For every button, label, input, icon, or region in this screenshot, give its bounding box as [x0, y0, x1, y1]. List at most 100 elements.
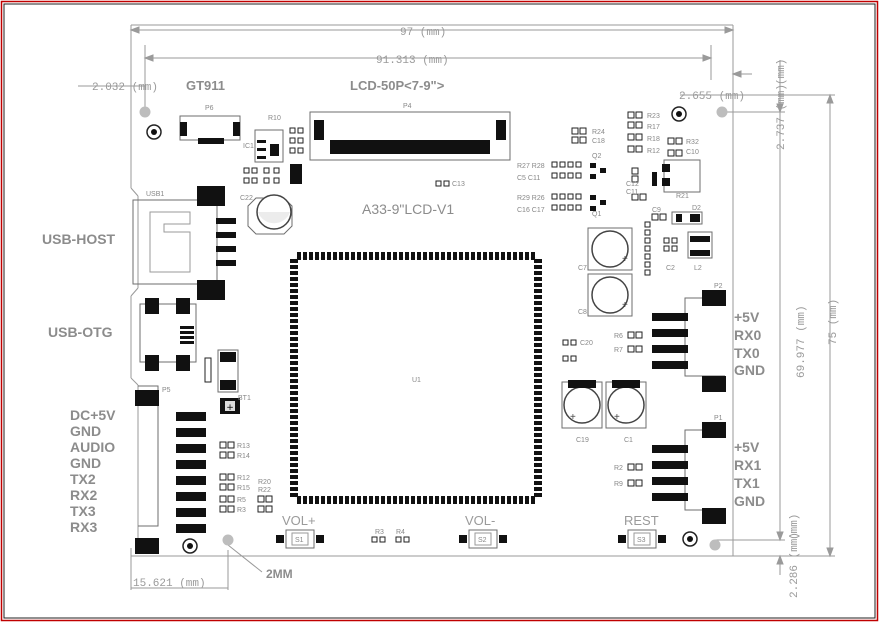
u1-pin — [405, 496, 409, 504]
u1-pin — [333, 496, 337, 504]
u1-pin — [534, 373, 542, 377]
svg-text:R12: R12 — [647, 148, 660, 155]
dim-hole-left-offset: 2.032 (mm) — [92, 82, 158, 94]
ic1-area: IC1 R10 — [243, 115, 304, 184]
u1-pin — [399, 496, 403, 504]
u1-pin — [290, 265, 298, 269]
left-header-label: GND — [70, 455, 101, 471]
u1-pin — [303, 252, 307, 260]
svg-text:Q2: Q2 — [592, 153, 601, 160]
u1-pin — [290, 379, 298, 383]
svg-text:C11: C11 — [626, 189, 638, 196]
u1-pin — [290, 337, 298, 341]
bottom-resistors: R3 R4 — [371, 529, 410, 543]
u1-pin — [534, 289, 542, 293]
u1-pin — [290, 457, 298, 461]
u1-pin — [447, 252, 451, 260]
svg-text:C12: C12 — [626, 181, 639, 188]
uart1-labels: +5V RX1 TX1 GND — [734, 439, 765, 509]
svg-text:P2: P2 — [714, 283, 723, 290]
u1-pin — [290, 397, 298, 401]
u1-pin — [534, 367, 542, 371]
u1-pin — [534, 487, 542, 491]
dim-bottom-left-offset: 15.621 (mm) — [133, 578, 206, 590]
u1-pin — [435, 496, 439, 504]
button-vol-plus: VOL+ S1 — [276, 513, 324, 549]
u1-pin — [357, 496, 361, 504]
u1-pin — [534, 301, 542, 305]
u1-pin — [519, 496, 523, 504]
u1-pin — [290, 319, 298, 323]
svg-text:C20: C20 — [580, 340, 593, 347]
u1-pin — [534, 295, 542, 299]
svg-text:R3: R3 — [237, 507, 246, 514]
u1-pin — [375, 496, 379, 504]
screw-pads — [146, 106, 698, 554]
u1-pin — [459, 496, 463, 504]
svg-text:R22: R22 — [258, 487, 271, 494]
touch-connector-p6: P6 — [179, 105, 241, 144]
u1-pin — [534, 433, 542, 437]
u1-pin — [489, 252, 493, 260]
u1-pin — [534, 445, 542, 449]
u1-pin — [471, 252, 475, 260]
svg-text:R10: R10 — [268, 115, 281, 122]
u1-pin — [519, 252, 523, 260]
u1-pin — [453, 496, 457, 504]
svg-text:C13: C13 — [452, 181, 465, 188]
u1-pin — [534, 361, 542, 365]
capacitors-electrolytic: + C7 + C8 + C19 + C1 — [561, 227, 647, 444]
u1-pin — [290, 361, 298, 365]
svg-text:R14: R14 — [237, 453, 250, 460]
u1-pin — [290, 367, 298, 371]
u1-pin — [534, 343, 542, 347]
u1-pin — [290, 259, 298, 263]
svg-text:C22: C22 — [240, 195, 253, 202]
u1-pin — [303, 496, 307, 504]
u1-pin — [534, 325, 542, 329]
left-header-label: GND — [70, 423, 101, 439]
u1-pin — [351, 496, 355, 504]
u1-pin — [345, 252, 349, 260]
u1-pin — [290, 385, 298, 389]
usb-host-label: USB-HOST — [42, 231, 116, 247]
svg-text:Q1: Q1 — [592, 211, 601, 218]
usb-otg-label: USB-OTG — [48, 324, 113, 340]
u1-pin — [534, 385, 542, 389]
u1-pin — [290, 481, 298, 485]
u1-pin — [534, 475, 542, 479]
u1-pin — [290, 307, 298, 311]
svg-text:L2: L2 — [694, 265, 702, 272]
dim-mm-right-top: (mm) — [776, 59, 788, 85]
u1-pin — [534, 313, 542, 317]
u1-pin — [417, 496, 421, 504]
lcd-fpc-connector-p4: P4 — [309, 103, 511, 161]
u1-pin — [290, 289, 298, 293]
u1-pin — [417, 252, 421, 260]
left-header-label: RX3 — [70, 519, 97, 535]
svg-text:R17: R17 — [647, 124, 660, 131]
u1-pin — [534, 349, 542, 353]
u1-pin — [534, 463, 542, 467]
button-label: REST — [624, 513, 659, 528]
u1-pin — [290, 277, 298, 281]
uart1-label: +5V — [734, 439, 760, 455]
uart0-label: TX0 — [734, 345, 760, 361]
u1-pin — [423, 252, 427, 260]
u1-pin — [534, 337, 542, 341]
u1-pin — [534, 421, 542, 425]
svg-text:U1: U1 — [412, 377, 421, 384]
u1-pin — [290, 409, 298, 413]
u1-pin — [429, 252, 433, 260]
dim-hole-vertical-span: 69.977 (mm) — [796, 305, 808, 378]
u1-pin — [534, 469, 542, 473]
u1-pin — [321, 496, 325, 504]
u1-pin — [429, 496, 433, 504]
svg-text:R4: R4 — [396, 529, 405, 536]
svg-text:C5 C11: C5 C11 — [517, 175, 540, 182]
left-header-label: DC+5V — [70, 407, 116, 423]
u1-pin — [297, 252, 301, 260]
u1-pin — [534, 319, 542, 323]
